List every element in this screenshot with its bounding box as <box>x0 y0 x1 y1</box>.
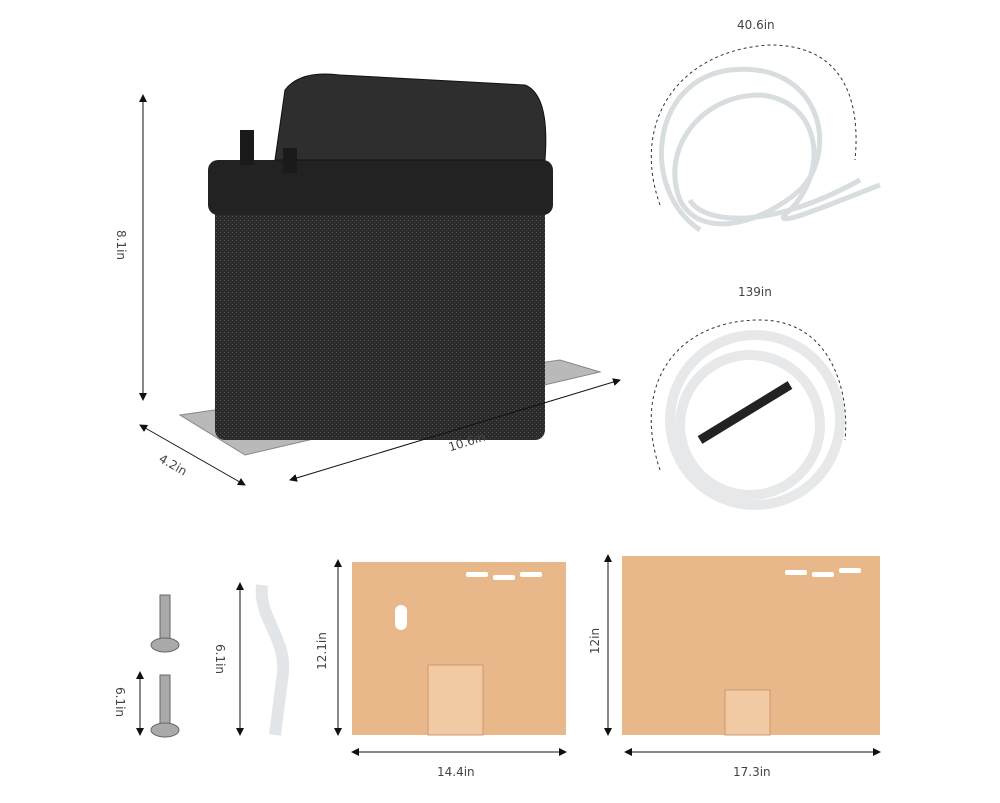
panel2-width-label: 17.3in <box>733 765 771 779</box>
connector-length-label: 6.1in <box>213 643 228 675</box>
drain-hose <box>665 330 845 510</box>
hose-length-label: 139in <box>738 285 772 299</box>
pump-height-label: 8.1in <box>114 229 129 261</box>
clear-tubing <box>658 66 881 233</box>
tube-length-dashed-arc <box>650 44 857 206</box>
panel2-height-label: 12in <box>588 627 603 655</box>
hose-connector <box>697 381 793 444</box>
tube-length-label: 40.6in <box>737 18 775 32</box>
screws <box>150 594 180 738</box>
connector-tube <box>255 584 290 736</box>
mounting-panel-2 <box>622 556 880 736</box>
mounting-panel-1 <box>352 562 566 736</box>
panel1-height-label: 12.1in <box>314 632 329 670</box>
length-dimension-line <box>289 378 621 482</box>
condensate-pump <box>178 73 602 456</box>
inlet-port <box>283 148 297 173</box>
pump-rim <box>208 160 553 215</box>
pump-lid <box>274 73 547 161</box>
foam-jacket <box>215 200 545 440</box>
screw-length-label: 6.1in <box>113 686 128 718</box>
inlet-port <box>240 130 254 165</box>
panel1-width-label: 14.4in <box>437 765 475 779</box>
depth-dimension-line <box>139 424 246 486</box>
hose-length-dashed-arc <box>650 319 847 471</box>
